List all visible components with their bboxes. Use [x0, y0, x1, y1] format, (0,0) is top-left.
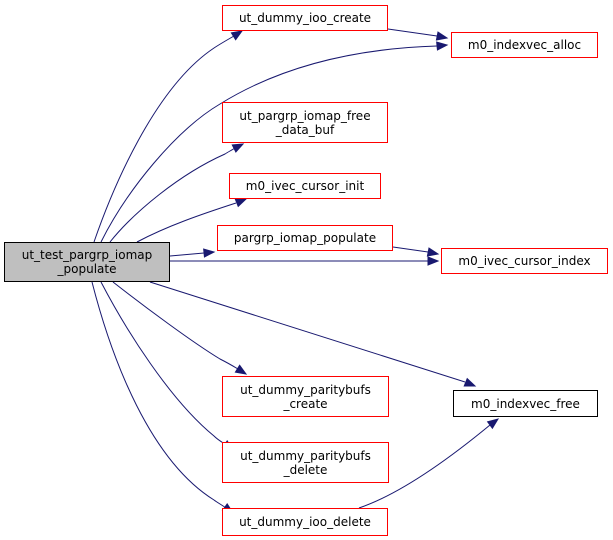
node-m0-ivec-cursor-init[interactable]: m0_ivec_cursor_init [229, 173, 381, 199]
node-label: m0_ivec_cursor_index [458, 254, 591, 268]
arrowhead-icon [435, 31, 449, 41]
node-m0-indexvec-alloc[interactable]: m0_indexvec_alloc [451, 32, 598, 58]
node-label: m0_indexvec_free [471, 396, 580, 411]
node-label: ut_dummy_ioo_create [238, 11, 372, 25]
edge-root-to-ut_pargrp_iomap_free_data_buf [109, 147, 236, 243]
node-label: ut_dummy_paritybufs _delete [240, 448, 371, 477]
node-label: m0_indexvec_alloc [467, 38, 582, 52]
arrowhead-icon [486, 418, 500, 430]
arrowhead-icon [234, 364, 248, 375]
arrowhead-icon [427, 256, 440, 266]
arrowhead-icon [426, 247, 440, 257]
edge-root-to-ut_dummy_paritybufs_create [112, 281, 239, 370]
node-label: ut_dummy_ioo_delete [239, 515, 371, 529]
node-pargrp-iomap-populate[interactable]: pargrp_iomap_populate [217, 225, 393, 251]
edge-root-to-ut_dummy_paritybufs_delete [100, 281, 227, 446]
edge-root-to-ut_dummy_ioo_create [93, 35, 235, 243]
node-label: pargrp_iomap_populate [233, 231, 377, 245]
node-ut-dummy-ioo-create[interactable]: ut_dummy_ioo_create [222, 5, 388, 31]
arrowhead-icon [234, 198, 248, 208]
edge-pargrp_iomap_populate-to-m0_ivec_cursor_index [392, 246, 429, 253]
node-label: ut_pargrp_iomap_free _data_buf [239, 108, 371, 137]
arrowhead-icon [463, 377, 477, 387]
arrowhead-icon [203, 248, 216, 258]
arrowhead-icon [231, 143, 245, 153]
arrowhead-icon [230, 30, 244, 41]
edge-ut_dummy_ioo_delete-to-m0_indexvec_free [358, 424, 491, 509]
node-ut-pargrp-iomap-free-data-buf[interactable]: ut_pargrp_iomap_free _data_buf [222, 102, 388, 143]
node-label: ut_dummy_paritybufs _create [240, 382, 371, 411]
node-label: ut_test_pargrp_iomap _populate [21, 248, 153, 276]
edge-root-to-pargrp_iomap_populate [169, 252, 205, 257]
node-label: m0_ivec_cursor_init [245, 179, 365, 193]
node-ut-dummy-paritybufs-delete[interactable]: ut_dummy_paritybufs _delete [222, 442, 389, 483]
edge-root-to-m0_indexvec_free [149, 281, 466, 383]
node-ut-test-pargrp-iomap-populate: ut_test_pargrp_iomap _populate [4, 242, 170, 282]
edge-ut_dummy_ioo_create-to-m0_indexvec_alloc [387, 28, 438, 37]
arrowhead-icon [436, 41, 449, 51]
edge-root-to-ut_dummy_ioo_delete [91, 281, 227, 509]
node-m0-indexvec-free: m0_indexvec_free [453, 390, 598, 417]
node-ut-dummy-paritybufs-create[interactable]: ut_dummy_paritybufs _create [222, 376, 389, 417]
node-m0-ivec-cursor-index[interactable]: m0_ivec_cursor_index [441, 248, 608, 274]
node-ut-dummy-ioo-delete[interactable]: ut_dummy_ioo_delete [222, 508, 388, 536]
edge-root-to-m0_indexvec_alloc [100, 45, 438, 243]
edge-root-to-m0_ivec_cursor_init [136, 202, 237, 243]
